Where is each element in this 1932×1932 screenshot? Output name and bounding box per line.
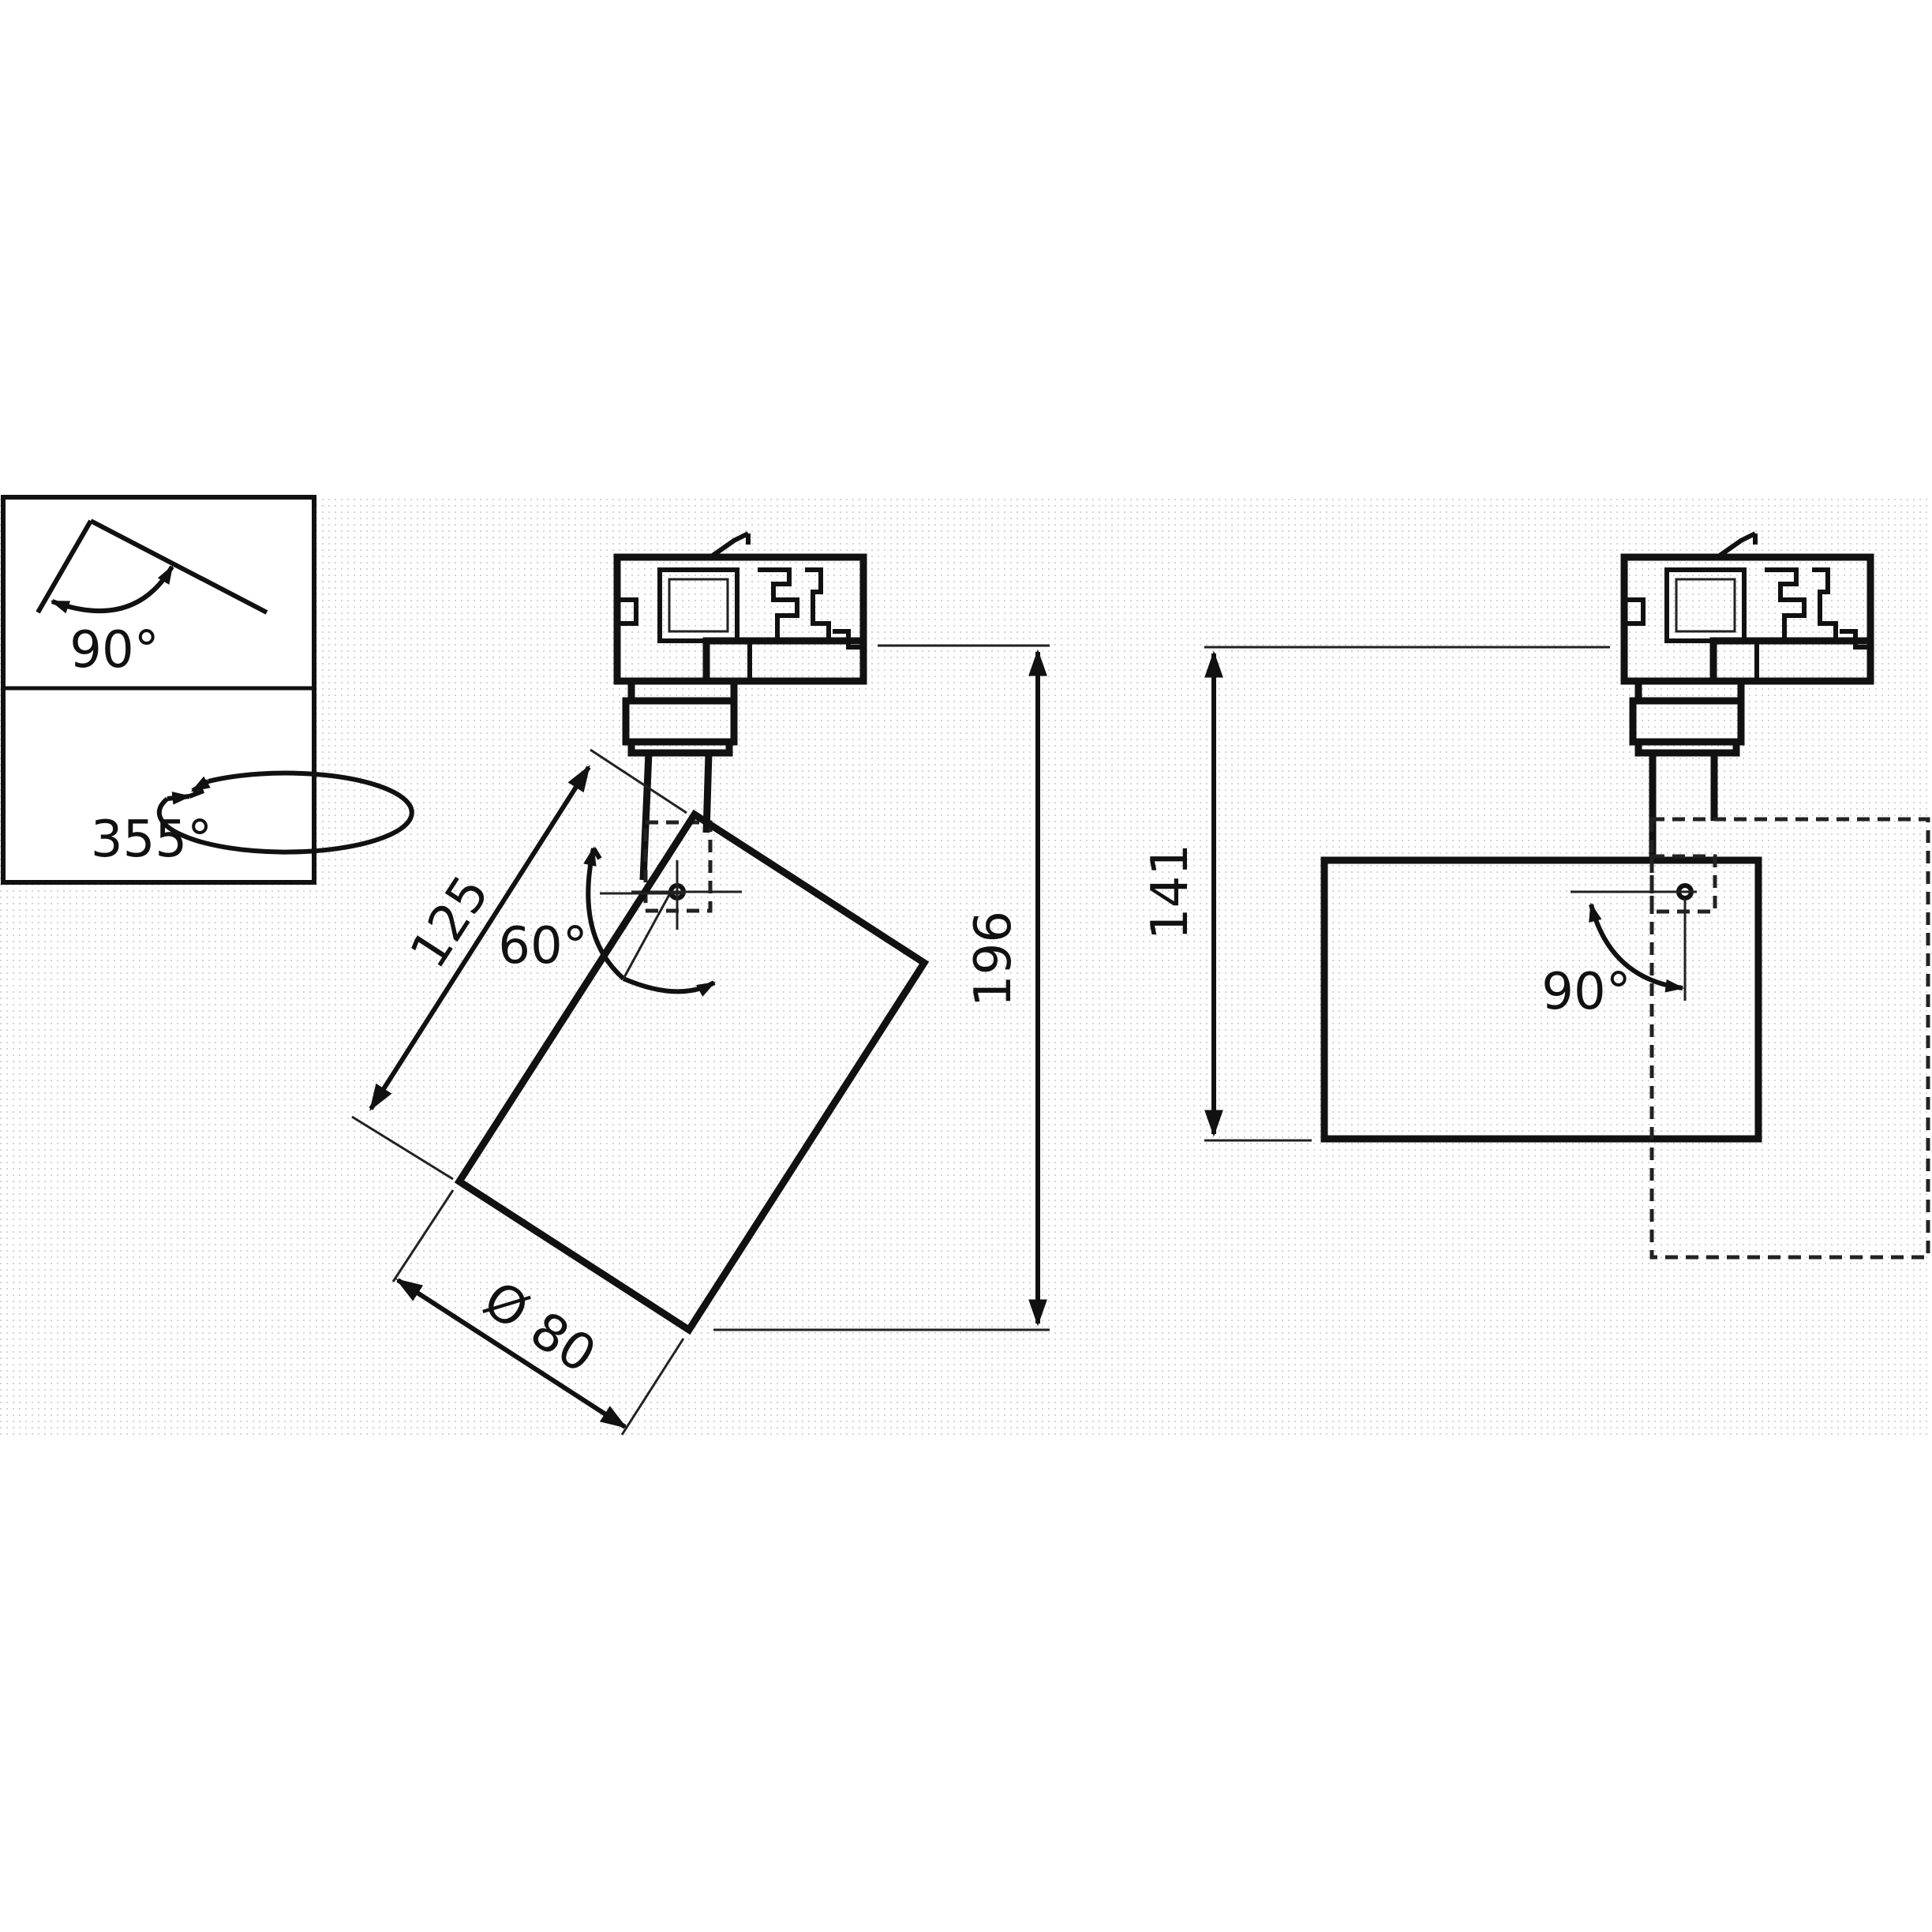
tilt-angle-icon: [36, 519, 268, 615]
overall-height-dimension: [713, 644, 1050, 1331]
length-dimension: [351, 748, 687, 1181]
front-height-label: 196: [964, 911, 1023, 1007]
legend-rotation-label: 355°: [91, 811, 212, 869]
side-tilt-label: 90°: [1541, 963, 1631, 1021]
front-tilt-label: 60°: [498, 917, 587, 975]
alternate-position-outline: [1649, 817, 1930, 1260]
side-view: 90° 141: [1141, 531, 1930, 1260]
track-adapter-icon: [613, 531, 867, 757]
legend-tilt-label: 90°: [69, 621, 159, 680]
rotation-legend: 90° 355°: [1, 495, 414, 885]
side-height-dimension: [1204, 646, 1610, 1142]
front-view: 60° 125 Ø 80 196: [351, 531, 1050, 1436]
tilt-arc-90: [1589, 902, 1685, 993]
diameter-dimension: [391, 1189, 685, 1436]
side-height-label: 141: [1141, 844, 1200, 940]
spotlight-body-side: [1320, 856, 1762, 1143]
track-adapter-side-icon: [1620, 531, 1874, 757]
